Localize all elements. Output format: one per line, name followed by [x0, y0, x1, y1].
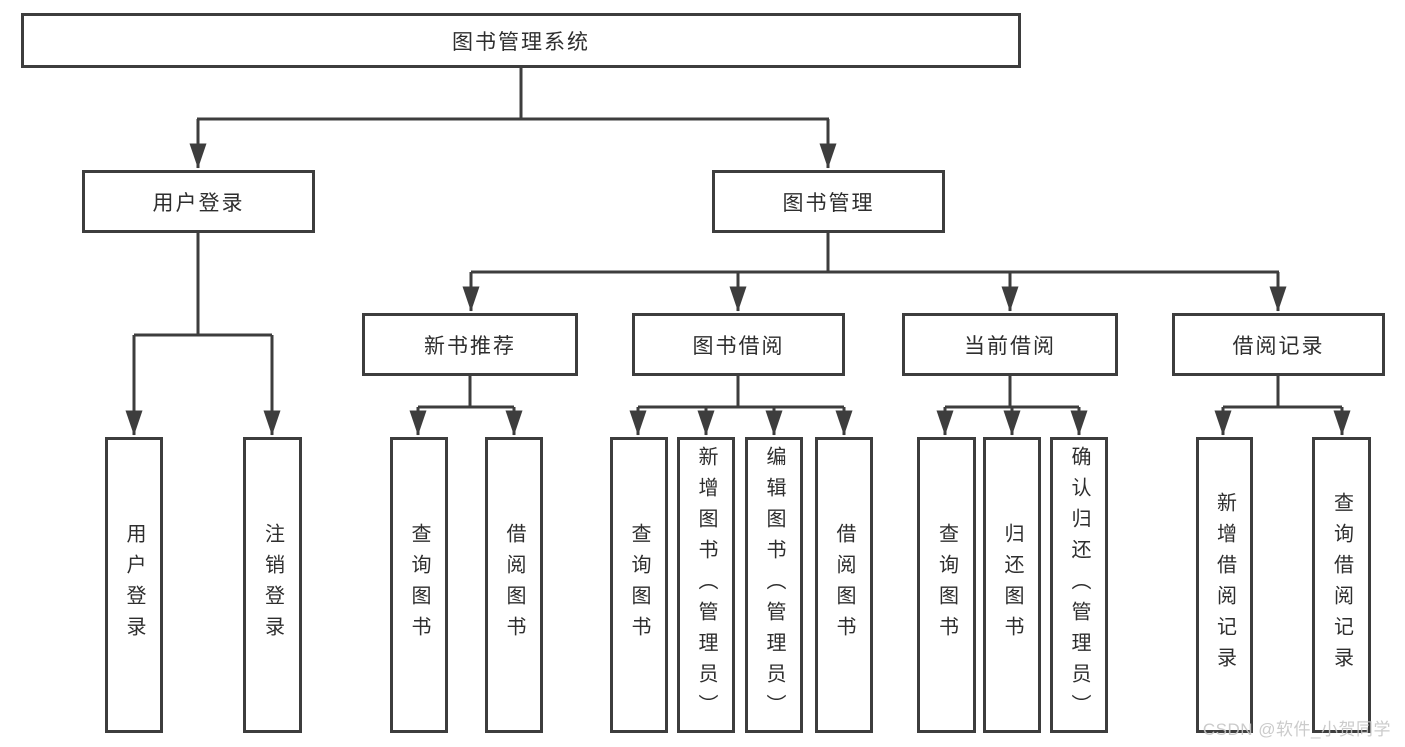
- leaf-user-login-label: 用户登录: [123, 523, 145, 647]
- node-book-management: 图书管理: [712, 170, 945, 233]
- leaf-borrowing-query-books-label: 查询图书: [628, 523, 650, 647]
- leaf-current-query-books: 查询图书: [917, 437, 976, 733]
- node-current-borrowing: 当前借阅: [902, 313, 1118, 376]
- node-current-borrowing-label: 当前借阅: [964, 334, 1056, 358]
- leaf-records-add-record: 新增借阅记录: [1196, 437, 1253, 733]
- leaf-recommend-query-books: 查询图书: [390, 437, 448, 733]
- leaf-recommend-query-books-label: 查询图书: [408, 523, 430, 647]
- node-book-management-label: 图书管理: [782, 191, 875, 215]
- leaf-borrowing-add-books-admin-label: 新增图书（管理员）: [695, 445, 717, 725]
- node-new-book-recommend-label: 新书推荐: [424, 334, 516, 358]
- leaf-borrowing-edit-books-admin-label: 编辑图书（管理员）: [763, 445, 785, 725]
- node-borrow-records: 借阅记录: [1172, 313, 1385, 376]
- leaf-recommend-borrow-books-label: 借阅图书: [503, 523, 525, 647]
- leaf-records-query-record: 查询借阅记录: [1312, 437, 1371, 733]
- leaf-current-return-books-label: 归还图书: [1001, 523, 1023, 647]
- leaf-borrowing-borrow-books-label: 借阅图书: [833, 523, 855, 647]
- leaf-current-return-books: 归还图书: [983, 437, 1041, 733]
- node-new-book-recommend: 新书推荐: [362, 313, 578, 376]
- leaf-logout-label: 注销登录: [261, 523, 284, 647]
- leaf-recommend-borrow-books: 借阅图书: [485, 437, 543, 733]
- leaf-logout: 注销登录: [243, 437, 302, 733]
- node-library-system-label: 图书管理系统: [452, 30, 590, 54]
- leaf-borrowing-query-books: 查询图书: [610, 437, 668, 733]
- leaf-current-confirm-return-admin: 确认归还（管理员）: [1050, 437, 1108, 733]
- leaf-current-query-books-label: 查询图书: [935, 523, 958, 647]
- node-user-login: 用户登录: [82, 170, 315, 233]
- leaf-borrowing-edit-books-admin: 编辑图书（管理员）: [745, 437, 803, 733]
- node-library-system: 图书管理系统: [21, 13, 1021, 68]
- node-borrow-records-label: 借阅记录: [1232, 334, 1325, 358]
- node-user-login-label: 用户登录: [152, 191, 245, 215]
- leaf-user-login: 用户登录: [105, 437, 163, 733]
- leaf-current-confirm-return-admin-label: 确认归还（管理员）: [1068, 445, 1090, 725]
- node-book-borrowing-label: 图书借阅: [692, 334, 785, 358]
- leaf-borrowing-borrow-books: 借阅图书: [815, 437, 873, 733]
- watermark: CSDN @软件_小贺同学: [1202, 720, 1391, 739]
- node-book-borrowing: 图书借阅: [632, 313, 845, 376]
- leaf-records-query-record-label: 查询借阅记录: [1330, 492, 1353, 678]
- leaf-records-add-record-label: 新增借阅记录: [1213, 492, 1236, 678]
- leaf-borrowing-add-books-admin: 新增图书（管理员）: [677, 437, 735, 733]
